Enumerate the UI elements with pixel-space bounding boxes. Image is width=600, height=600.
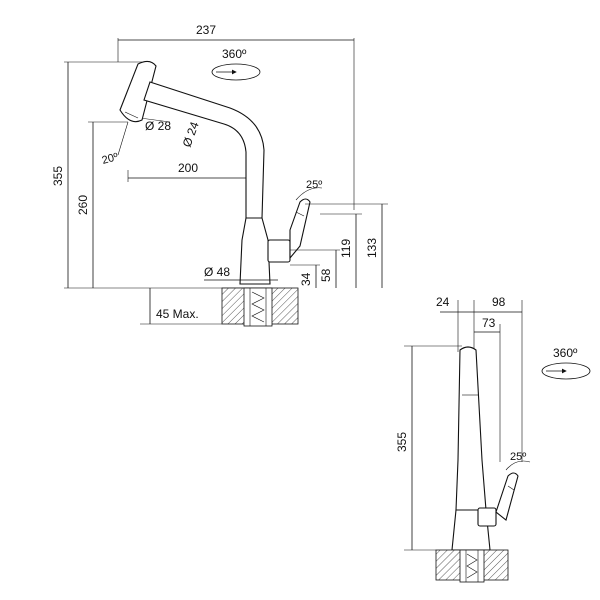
dim-lever-heights: 133 119 58 34 — [290, 203, 388, 288]
label-front-lever-angle: 25º — [510, 451, 526, 463]
dim-height-total: 355 — [51, 61, 250, 289]
front-view: 24 98 73 360º 355 — [395, 295, 591, 583]
front-rotation-symbol: 360º — [541, 346, 591, 380]
label-height-total: 355 — [51, 166, 65, 186]
faucet-side-body — [119, 60, 311, 285]
label-height-spout: 260 — [76, 195, 90, 215]
dim-spout-reach: 200 — [127, 161, 257, 182]
dim-width-total: 237 — [117, 23, 355, 210]
label-lever-h3: 58 — [319, 268, 333, 282]
label-spout-reach: 200 — [178, 161, 198, 175]
label-front-rotation: 360º — [553, 346, 578, 360]
dim-deck-thickness: 45 Max. — [140, 288, 222, 325]
dim-tilt-angle: 20º — [101, 121, 129, 167]
label-width-total: 237 — [196, 23, 216, 37]
dim-lever-angle: 25º — [295, 179, 322, 201]
label-front-width-inner: 73 — [482, 316, 496, 330]
label-head-tilt-angle: 20º — [101, 151, 120, 167]
label-front-width-total: 98 — [492, 295, 506, 309]
label-rotation: 360º — [222, 47, 247, 61]
dim-height-spout: 260 — [76, 121, 128, 288]
label-lever-h2: 133 — [365, 238, 379, 258]
label-spout-tube-diameter: Ø 24 — [180, 119, 202, 149]
front-deck-section — [435, 549, 509, 583]
dim-base-diameter: Ø 48 — [204, 265, 278, 281]
label-lever-angle: 25º — [306, 179, 322, 191]
deck-section — [221, 287, 299, 327]
label-spout-head-diameter: Ø 28 — [145, 119, 171, 133]
label-lever-h1: 119 — [339, 239, 353, 258]
label-front-offset-left: 24 — [436, 295, 450, 309]
label-deck-thickness: 45 Max. — [156, 307, 199, 321]
rotation-symbol: 360º — [211, 47, 261, 81]
dim-front-height: 355 — [395, 345, 462, 551]
side-view: 237 360º 355 260 Ø 28 Ø 24 20º — [51, 23, 388, 327]
dim-front-lever-angle: 25º — [505, 451, 531, 471]
dim-front-widths: 24 98 73 — [436, 295, 523, 462]
label-front-height-total: 355 — [395, 432, 409, 452]
faucet-front-body — [451, 346, 519, 551]
label-base-diameter: Ø 48 — [204, 265, 230, 279]
label-lever-h4: 34 — [299, 272, 313, 286]
